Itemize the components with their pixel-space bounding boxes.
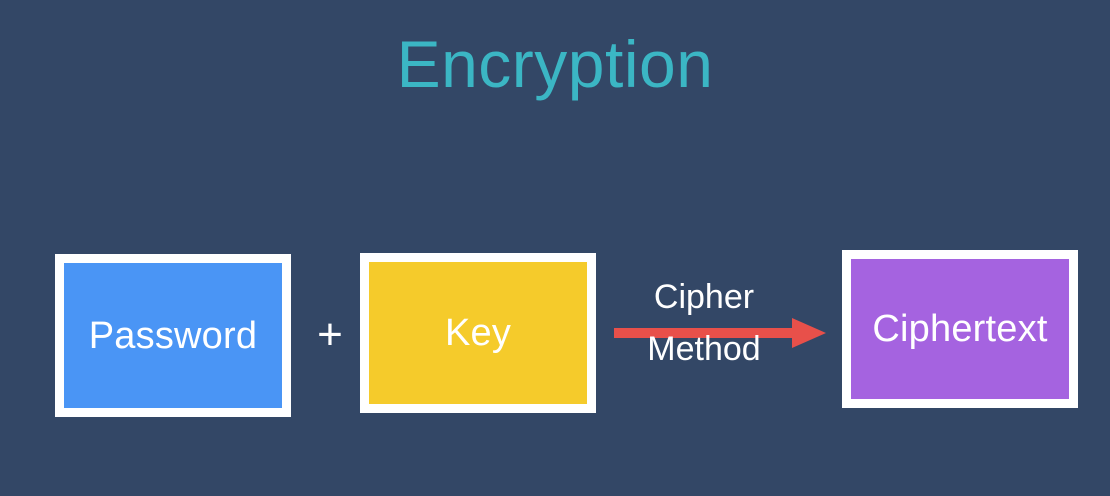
concept-box-key-label: Key [444, 312, 512, 354]
concept-box-ciphertext: Ciphertext [842, 250, 1078, 408]
cipher-method-label-bottom: Method [647, 330, 761, 368]
page-title: Encryption [396, 27, 714, 101]
concept-box-password: Password [55, 254, 291, 417]
right-arrow-icon [614, 318, 826, 348]
concept-box-key: Key [360, 253, 596, 413]
cipher-method-group: Cipher Method [614, 278, 834, 388]
concept-box-ciphertext-label: Ciphertext [872, 308, 1048, 350]
plus-operator-symbol: + [317, 310, 343, 359]
cipher-method-label-top: Cipher [653, 278, 755, 316]
concept-box-password-label: Password [88, 314, 258, 357]
